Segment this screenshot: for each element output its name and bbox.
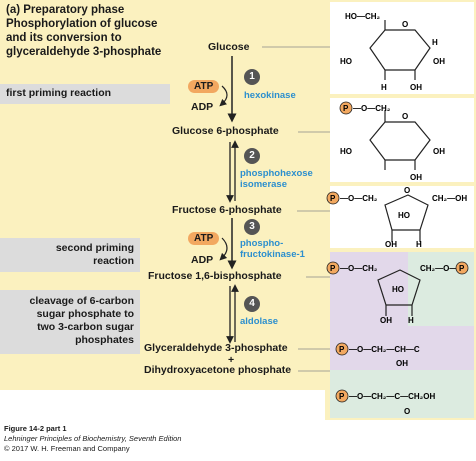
f6p-o-ch2: —O—CH₂ bbox=[340, 194, 378, 203]
f16bp-p-right: P bbox=[459, 264, 465, 273]
label-line: cleavage of 6-carbon bbox=[29, 295, 134, 307]
atp-badge-3: ATP bbox=[188, 232, 220, 245]
f16bp-oh-bottom: OH bbox=[380, 316, 392, 325]
f16bp-p-left: P bbox=[330, 264, 336, 273]
f16bp-label: Fructose 1,6-bisphosphate bbox=[148, 270, 282, 282]
glucose-structure bbox=[369, 20, 431, 80]
f6p-h-bottom: H bbox=[416, 240, 422, 249]
second-priming-label: second priming reaction bbox=[4, 242, 134, 268]
first-priming-label: first priming reaction bbox=[6, 87, 112, 99]
label-line: second priming bbox=[55, 242, 134, 254]
glucose-oh-bottom: OH bbox=[410, 83, 422, 92]
f6p-phosphate-icon bbox=[326, 191, 340, 205]
g6p-oh-bottom: OH bbox=[410, 173, 422, 182]
f6p-label: Fructose 6-phosphate bbox=[172, 204, 282, 216]
atp-adp-curve-1 bbox=[219, 85, 228, 107]
step-3-badge: 3 bbox=[244, 219, 260, 235]
dhap-chain: —O—CH₂—C—CH₂OH bbox=[349, 392, 435, 401]
glucose-ho-ch2: HO—CH₂ bbox=[345, 12, 381, 21]
title-line: Phosphorylation of glucose bbox=[6, 18, 158, 30]
glucose-structure-box bbox=[330, 2, 474, 94]
glucose-ring-o: O bbox=[402, 20, 408, 29]
f16bp-ho: HO bbox=[392, 285, 404, 294]
gap-phosphate-icon bbox=[335, 342, 349, 356]
enzyme-line: phosphohexose bbox=[240, 168, 313, 179]
f6p-oh-bottom: OH bbox=[385, 240, 397, 249]
atp-badge-1: ATP bbox=[188, 80, 220, 93]
g6p-structure bbox=[369, 110, 431, 170]
g6p-p-letter: P bbox=[343, 104, 349, 113]
glucose-h: H bbox=[432, 38, 438, 47]
g6p-o-ch2: —O—CH₂ bbox=[353, 104, 391, 113]
cleavage-label: cleavage of 6-carbon sugar phosphate to … bbox=[4, 295, 134, 347]
pfk1-label: phospho- fructokinase-1 bbox=[240, 238, 305, 260]
glucose-oh: OH bbox=[433, 57, 445, 66]
gap-chain: —O—CH₂—CH—C bbox=[349, 345, 420, 354]
gap-structure-box bbox=[330, 326, 474, 370]
enzyme-line: phospho- bbox=[240, 238, 284, 249]
step-4-badge: 4 bbox=[244, 296, 260, 312]
f6p-p-letter: P bbox=[330, 194, 336, 203]
g6p-ring-o: O bbox=[402, 112, 408, 121]
dhap-phosphate-icon bbox=[335, 389, 349, 403]
f16bp-o-ch2: —O—CH₂ bbox=[340, 264, 378, 273]
f6p-structure-box bbox=[330, 186, 474, 248]
label-line: phosphates bbox=[75, 334, 134, 346]
f6p-ring-o: O bbox=[404, 186, 410, 195]
figure-caption-title: Figure 14-2 part 1 bbox=[4, 424, 67, 433]
g6p-ho: HO bbox=[340, 147, 352, 156]
g6p-label: Glucose 6-phosphate bbox=[172, 125, 279, 137]
cleavage-band bbox=[0, 290, 140, 354]
title-line: and its conversion to bbox=[6, 32, 122, 44]
figure-caption-book: Lehninger Principles of Biochemistry, Se… bbox=[4, 434, 182, 443]
gap-oh: OH bbox=[396, 359, 408, 368]
g6p-oh: OH bbox=[433, 147, 445, 156]
label-line: two 3-carbon sugar bbox=[37, 321, 134, 333]
g6p-phosphate-icon bbox=[339, 101, 353, 115]
atp-adp-curve-3 bbox=[219, 237, 228, 261]
dhap-label: Dihydroxyacetone phosphate bbox=[144, 364, 292, 376]
f16bp-phosphate-icon-right bbox=[455, 261, 469, 275]
title-line: glyceraldehyde 3-phosphate bbox=[6, 46, 162, 58]
isomerase-label: phosphohexose isomerase bbox=[240, 168, 313, 190]
glucose-label: Glucose bbox=[208, 41, 250, 53]
label-line: reaction bbox=[93, 255, 134, 267]
gap-p-letter: P bbox=[339, 345, 345, 354]
enzyme-line: fructokinase-1 bbox=[240, 249, 305, 260]
glucose-h-bottom: H bbox=[381, 83, 387, 92]
step-2-badge: 2 bbox=[244, 148, 260, 164]
g6p-structure-box bbox=[330, 98, 474, 182]
plus-sign: + bbox=[228, 354, 235, 366]
adp-label-3: ADP bbox=[191, 254, 214, 266]
enzyme-line: isomerase bbox=[240, 179, 288, 190]
f6p-ho: HO bbox=[398, 211, 410, 220]
title-line: (a) Preparatory phase bbox=[6, 4, 125, 16]
dhap-structure-box bbox=[330, 370, 474, 418]
label-line: sugar phosphate to bbox=[36, 308, 134, 320]
dhap-carbonyl-o: O bbox=[404, 407, 410, 416]
dhap-p-letter: P bbox=[339, 392, 345, 401]
step-1-badge: 1 bbox=[244, 69, 260, 85]
f6p-structure bbox=[384, 194, 429, 242]
second-priming-band bbox=[0, 238, 140, 272]
phase-title: (a) Preparatory phase Phosphorylation of… bbox=[6, 3, 211, 59]
f16bp-structure bbox=[377, 269, 421, 316]
gap-label: Glyceraldehyde 3-phosphate bbox=[144, 342, 288, 354]
first-priming-band bbox=[0, 84, 170, 104]
f16bp-left-region bbox=[330, 252, 408, 326]
glucose-ho: HO bbox=[340, 57, 352, 66]
hexokinase-label: hexokinase bbox=[244, 90, 296, 101]
f16bp-h-bottom: H bbox=[408, 316, 414, 325]
aldolase-label: aldolase bbox=[240, 316, 279, 327]
f6p-ch2-oh: CH₂—OH bbox=[432, 194, 467, 203]
figure-caption-copyright: © 2017 W. H. Freeman and Company bbox=[4, 444, 130, 453]
f16bp-ch2-o: CH₂—O— bbox=[420, 264, 457, 273]
adp-label-1: ADP bbox=[191, 101, 214, 113]
f16bp-phosphate-icon-left bbox=[326, 261, 340, 275]
